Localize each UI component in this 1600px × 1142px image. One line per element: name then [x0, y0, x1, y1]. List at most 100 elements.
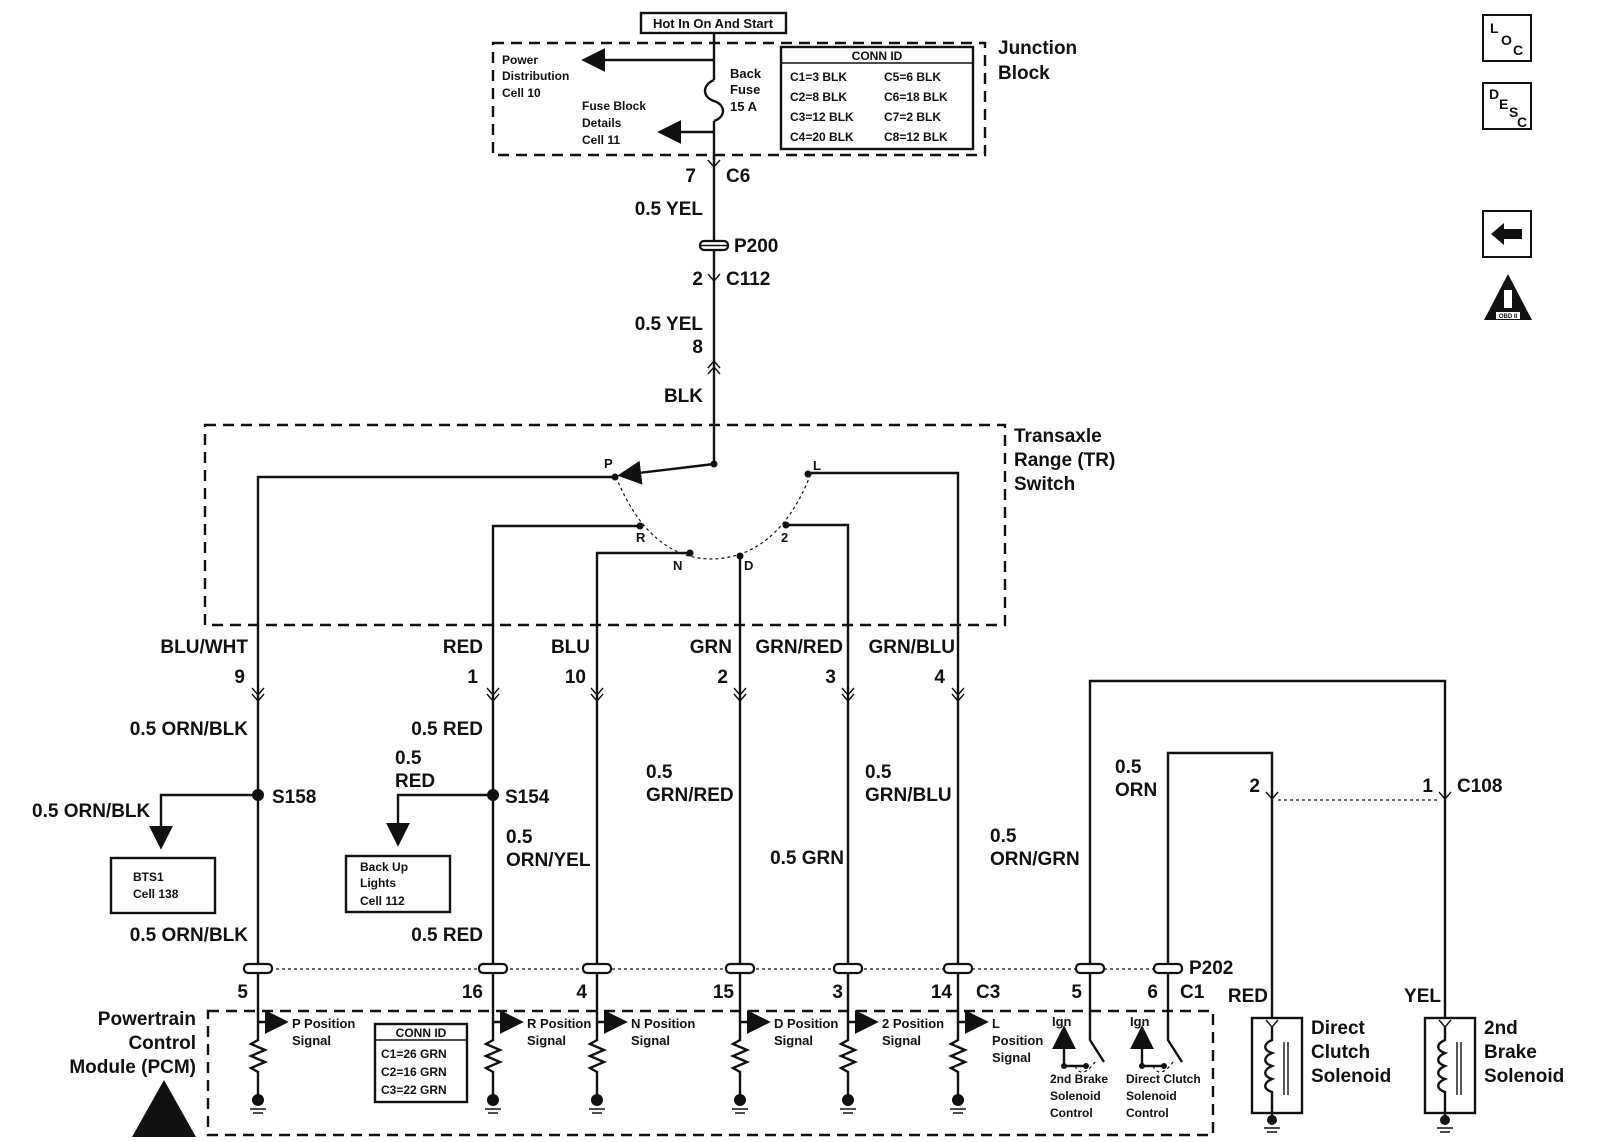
splice-s154-label: S154	[505, 787, 550, 808]
conn-c2: C2=8 BLK	[790, 90, 847, 104]
obd-ii-button[interactable]: OBD II	[1482, 272, 1534, 322]
description-button[interactable]: D E S C	[1482, 82, 1532, 130]
tr-wire-labels: BLU/WHT RED BLU GRN GRN/RED GRN/BLU 9 1 …	[160, 637, 955, 688]
feed-wire: 7 C6 0.5 YEL P200 2 C112 0.5 YEL 8 BLK	[635, 155, 778, 464]
connector-p202: P202	[1189, 958, 1233, 979]
obd-ii-icon: OBD II	[1484, 274, 1532, 320]
connector-p200: P200	[734, 236, 778, 257]
direct-clutch-solenoid: RED Direct Clutch Solenoid	[1228, 986, 1391, 1133]
w4-1: 0.5	[646, 762, 673, 783]
w2-bottom: 0.5 RED	[411, 925, 483, 946]
desc-s: S	[1509, 104, 1519, 120]
bts-1: BTS1	[133, 870, 164, 884]
brake-1: 2nd	[1484, 1018, 1518, 1039]
pcm-title-1: Powertrain	[98, 1009, 196, 1030]
ign-2: Ign	[1130, 1014, 1150, 1029]
direct-2: Clutch	[1311, 1042, 1370, 1063]
connector-c108: C108	[1457, 776, 1502, 797]
pin-9: 9	[234, 667, 245, 688]
brake-wire-color: YEL	[1404, 986, 1441, 1007]
pcm-connector-c3: C3	[976, 982, 1000, 1003]
w2-top: 0.5 RED	[411, 719, 483, 740]
pcm-connector-c1: C1	[1180, 982, 1205, 1003]
direct-3: Solenoid	[1311, 1066, 1391, 1087]
pcm-conn-id-table	[373, 1022, 469, 1104]
conn-c1: C1=3 BLK	[790, 70, 847, 84]
pos-n: N	[673, 558, 682, 573]
brake-ctrl-1: 2nd Brake	[1050, 1072, 1108, 1086]
junction-conn-id-table	[779, 45, 975, 151]
pin-8: 8	[692, 337, 703, 358]
backup-lights-box	[344, 854, 452, 914]
conn-c8: C8=12 BLK	[884, 130, 948, 144]
w5-bottom: 0.5 GRN	[770, 848, 844, 869]
w3-2: ORN/YEL	[506, 850, 591, 871]
harness-wires	[149, 679, 1447, 1020]
back-arrow-icon	[1491, 223, 1522, 245]
sig-2-2: Signal	[882, 1033, 921, 1048]
splice-s158-label: S158	[272, 787, 316, 808]
branch2-1: 0.5	[395, 748, 422, 769]
fuse-label-2: Fuse	[730, 82, 760, 97]
branch1-label: 0.5 ORN/BLK	[32, 801, 151, 822]
w5-top-1: 0.5	[865, 762, 892, 783]
pcm-pin-16: 16	[462, 982, 483, 1003]
location-button[interactable]: L O C	[1482, 14, 1532, 62]
fuse-block-2: Details	[582, 116, 622, 130]
pcm-conn-c3: C3=22 GRN	[381, 1083, 447, 1097]
fuse-block-3: Cell 11	[582, 133, 620, 147]
conn-c6: C6=18 BLK	[884, 90, 948, 104]
pin-10: 10	[565, 667, 586, 688]
connector-c6: C6	[726, 166, 750, 187]
sig-n-2: Signal	[631, 1033, 670, 1048]
conn-c4: C4=20 BLK	[790, 130, 854, 144]
loc-c: C	[1513, 42, 1524, 58]
power-dist-1: Power	[502, 53, 538, 67]
fuse-block-1: Fuse Block	[582, 99, 646, 113]
desc-e: E	[1499, 96, 1509, 112]
pcm-outline	[206, 1009, 1215, 1137]
wire-0-5-yel-1: 0.5 YEL	[635, 199, 704, 220]
backup-1: Back Up	[360, 860, 408, 874]
conn-c5: C5=6 BLK	[884, 70, 941, 84]
wire-n	[595, 551, 690, 685]
w1-bottom: 0.5 ORN/BLK	[130, 925, 249, 946]
direct-wire-color: RED	[1228, 986, 1268, 1007]
loc-l: L	[1490, 20, 1499, 36]
obd-ii-label: OBD II	[1499, 314, 1518, 320]
p202-connector-row: P202	[242, 958, 1233, 1010]
pin-2-c112: 2	[692, 269, 703, 290]
brake-ctrl-3: Control	[1050, 1106, 1093, 1120]
backup-3: Cell 112	[360, 894, 405, 908]
brake-ctrl-2: Solenoid	[1050, 1089, 1101, 1103]
loc-o: O	[1501, 32, 1512, 48]
pcm-pin-5b: 5	[1071, 982, 1082, 1003]
blk-wire-label: BLK	[664, 386, 703, 407]
pcm-conn-c2: C2=16 GRN	[381, 1065, 447, 1079]
pos-d: D	[744, 558, 753, 573]
bts-box	[109, 856, 217, 915]
tr-title-3: Switch	[1014, 474, 1075, 495]
pos-p: P	[604, 456, 613, 471]
fuse-symbol	[703, 78, 725, 123]
pos-r: R	[636, 530, 646, 545]
color-blu: BLU	[551, 637, 590, 658]
pcm-pin-3: 3	[832, 982, 843, 1003]
pcm-pin-5: 5	[237, 982, 248, 1003]
back-button[interactable]	[1482, 210, 1532, 258]
color-blu-wht: BLU/WHT	[160, 637, 248, 658]
w8-1: 0.5	[1115, 757, 1142, 778]
pcm-pin-15: 15	[713, 982, 735, 1003]
esd-warning-icon	[132, 1080, 196, 1137]
harness-labels: 0.5 ORN/BLK S158 0.5 ORN/BLK BTS1 Cell 1…	[32, 719, 1502, 946]
sig-d-2: Signal	[774, 1033, 813, 1048]
wire-2	[786, 523, 850, 685]
fuse-label-3: 15 A	[730, 99, 758, 114]
pcm-conn-c1: C1=26 GRN	[381, 1047, 447, 1061]
brake-2: Brake	[1484, 1042, 1537, 1063]
connector-c112: C112	[726, 269, 770, 290]
junction-block: Hot In On And Start Junction Block Back …	[491, 11, 1077, 160]
color-grn-blu: GRN/BLU	[868, 637, 955, 658]
w8-2: ORN	[1115, 780, 1157, 801]
conn-c3: C3=12 BLK	[790, 110, 854, 124]
